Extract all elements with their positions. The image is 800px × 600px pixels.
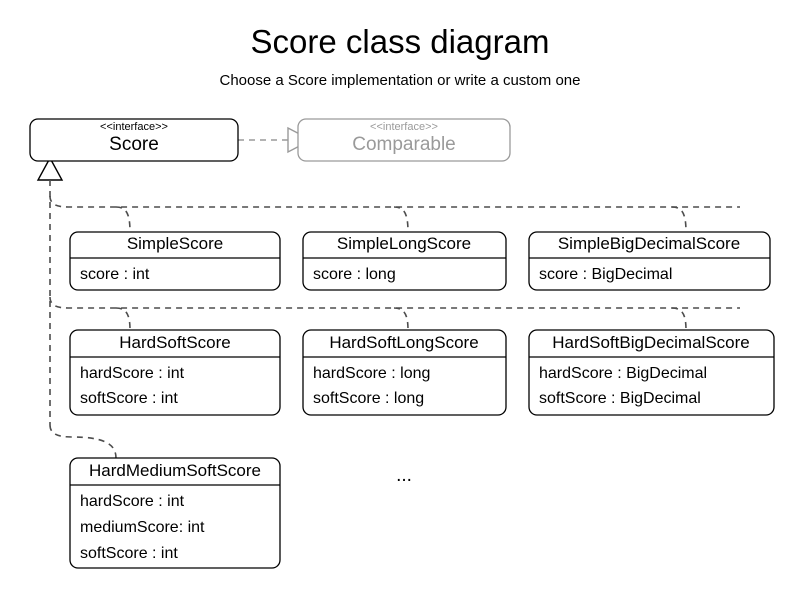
class-simplescore-name: SimpleScore [127, 234, 223, 253]
class-hardsoftscore-name: HardSoftScore [119, 333, 231, 352]
interface-comparable-frame [297, 118, 511, 162]
page-subtitle: Choose a Score implementation or write a… [219, 72, 580, 89]
generalization-drop-simplescore [115, 206, 131, 233]
class-hardsoftlongscore-attr-1: softScore : long [313, 390, 424, 407]
class-simplebigdecimalscore-frame [528, 231, 771, 291]
class-box-simplelongscore[interactable]: SimpleLongScore score : long [302, 231, 507, 291]
interface-box-score[interactable]: <<interface>> Score [29, 118, 239, 162]
interface-comparable-stereotype: <<interface>> [370, 121, 438, 133]
generalization-drop-simplebigdecimalscore [671, 206, 687, 233]
class-box-hardsoftlongscore[interactable]: HardSoftLongScore hardScore : long softS… [302, 329, 507, 416]
class-hardsoftbigdecimalscore-name: HardSoftBigDecimalScore [552, 333, 749, 352]
class-box-hardsoftbigdecimalscore[interactable]: HardSoftBigDecimalScore hardScore : BigD… [528, 329, 775, 416]
class-hardsoftlongscore-name: HardSoftLongScore [329, 333, 478, 352]
class-box-simplebigdecimalscore[interactable]: SimpleBigDecimalScore score : BigDecimal [528, 231, 771, 291]
more-implementations-ellipsis: ... [396, 465, 412, 486]
class-box-hardsoftscore[interactable]: HardSoftScore hardScore : int softScore … [69, 329, 281, 416]
class-box-hardmediumsoftscore[interactable]: HardMediumSoftScore hardScore : int medi… [69, 457, 281, 569]
generalization-drop-hardsoftlongscore [393, 307, 409, 331]
interface-box-comparable[interactable]: <<interface>> Comparable [297, 118, 511, 162]
generalization-drop-hardsoftscore [115, 307, 131, 331]
class-hardsoftscore-attr-0: hardScore : int [80, 365, 185, 382]
class-simplescore-attr-0: score : int [80, 266, 150, 283]
class-hardmediumsoftscore-attr-0: hardScore : int [80, 493, 185, 510]
interface-comparable-name: Comparable [352, 134, 456, 155]
generalization-connectors [36, 156, 740, 459]
class-hardsoftlongscore-attr-0: hardScore : long [313, 365, 430, 382]
generalization-branch-row1 [49, 195, 740, 208]
class-simplelongscore-frame [302, 231, 507, 291]
interface-score-stereotype: <<interface>> [100, 121, 168, 133]
class-hardsoftlongscore-frame [302, 329, 507, 416]
generalization-drop-hardmediumsoftscore [49, 424, 117, 459]
class-simplelongscore-name: SimpleLongScore [337, 234, 471, 253]
class-simplescore-frame [69, 231, 281, 291]
class-simplelongscore-attr-0: score : long [313, 266, 396, 283]
class-hardsoftbigdecimalscore-attr-1: softScore : BigDecimal [539, 390, 701, 407]
class-hardmediumsoftscore-name: HardMediumSoftScore [89, 461, 261, 480]
class-simplebigdecimalscore-attr-0: score : BigDecimal [539, 266, 672, 283]
class-hardmediumsoftscore-attr-2: softScore : int [80, 545, 178, 562]
class-box-simplescore[interactable]: SimpleScore score : int [69, 231, 281, 291]
page-title: Score class diagram [251, 23, 550, 60]
class-hardmediumsoftscore-attr-1: mediumScore: int [80, 519, 205, 536]
class-hardsoftscore-attr-1: softScore : int [80, 390, 178, 407]
class-hardsoftbigdecimalscore-attr-0: hardScore : BigDecimal [539, 365, 707, 382]
generalization-drop-hardsoftbigdecimalscore [671, 307, 687, 331]
class-hardsoftbigdecimalscore-frame [528, 329, 775, 416]
generalization-drop-simplelongscore [393, 206, 409, 233]
interface-score-name: Score [109, 134, 159, 155]
interface-score-frame [29, 118, 239, 162]
class-simplebigdecimalscore-name: SimpleBigDecimalScore [558, 234, 740, 253]
generalization-branch-row2 [49, 296, 740, 309]
class-hardsoftscore-frame [69, 329, 281, 416]
